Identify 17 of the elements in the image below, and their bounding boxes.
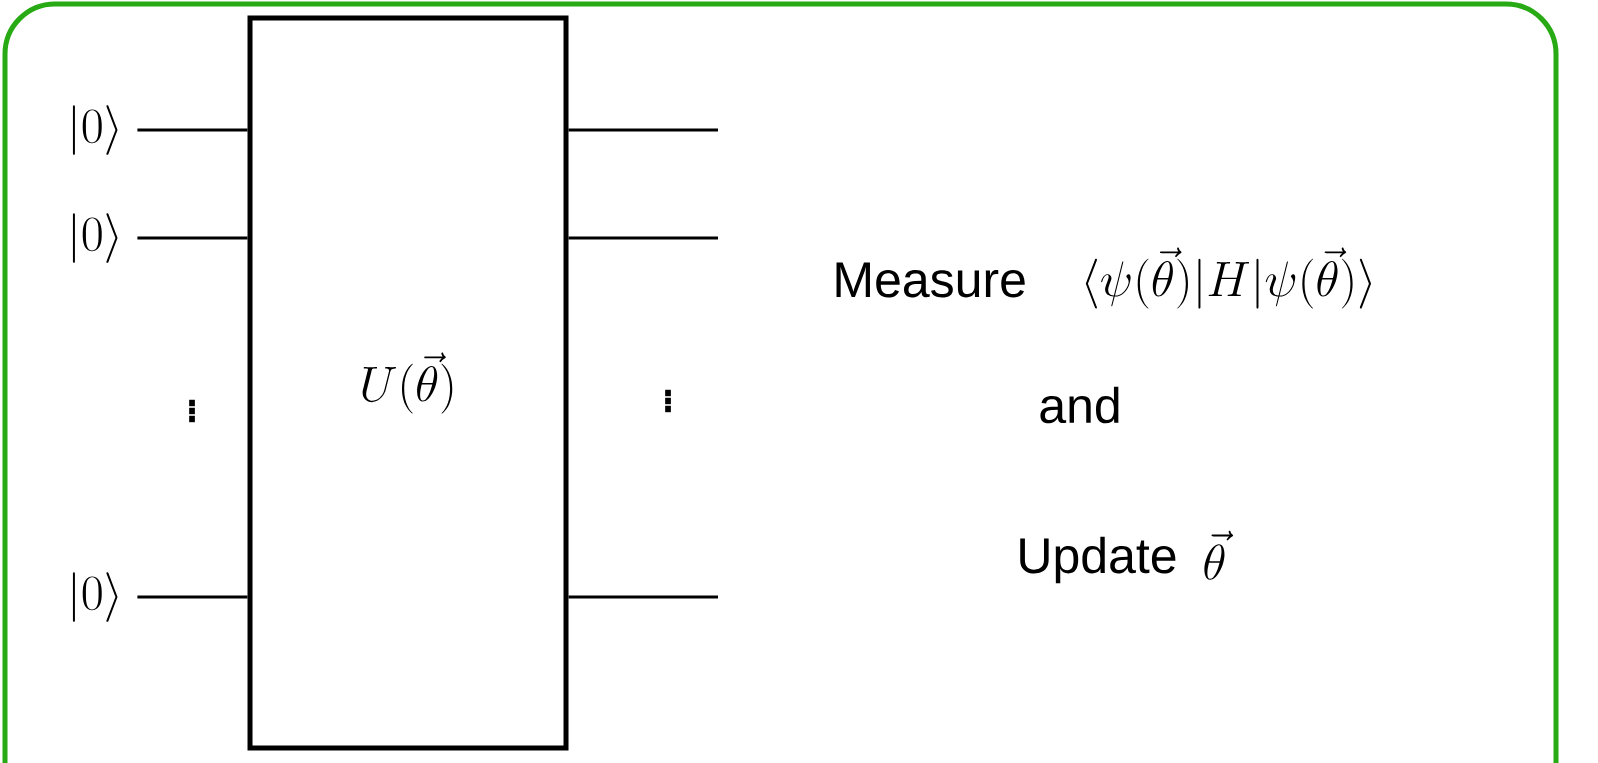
wire [137,595,248,599]
dots: $\vdots$ [189,399,195,423]
dots: $\vdots$ [665,389,671,413]
wire [568,595,718,599]
ket: $|0\rangle$ [72,213,118,263]
ket: $|0\rangle$ [72,572,118,622]
measure-text: Measure [836,262,1025,298]
formula: $\langle\psi(\vec{\theta})|H|\psi(\vec{\theta})\rangle$ [1085,247,1371,309]
and-text: and [1040,386,1119,424]
formula: $\vec{\theta}$ [1204,530,1234,580]
gate-box: $U(\vec{\theta})$ [247,15,569,751]
wire [137,128,248,132]
wire [568,128,718,132]
wire [568,236,718,240]
ket: $|0\rangle$ [72,105,118,155]
wire [137,236,248,240]
update-text: Update [1020,536,1176,584]
